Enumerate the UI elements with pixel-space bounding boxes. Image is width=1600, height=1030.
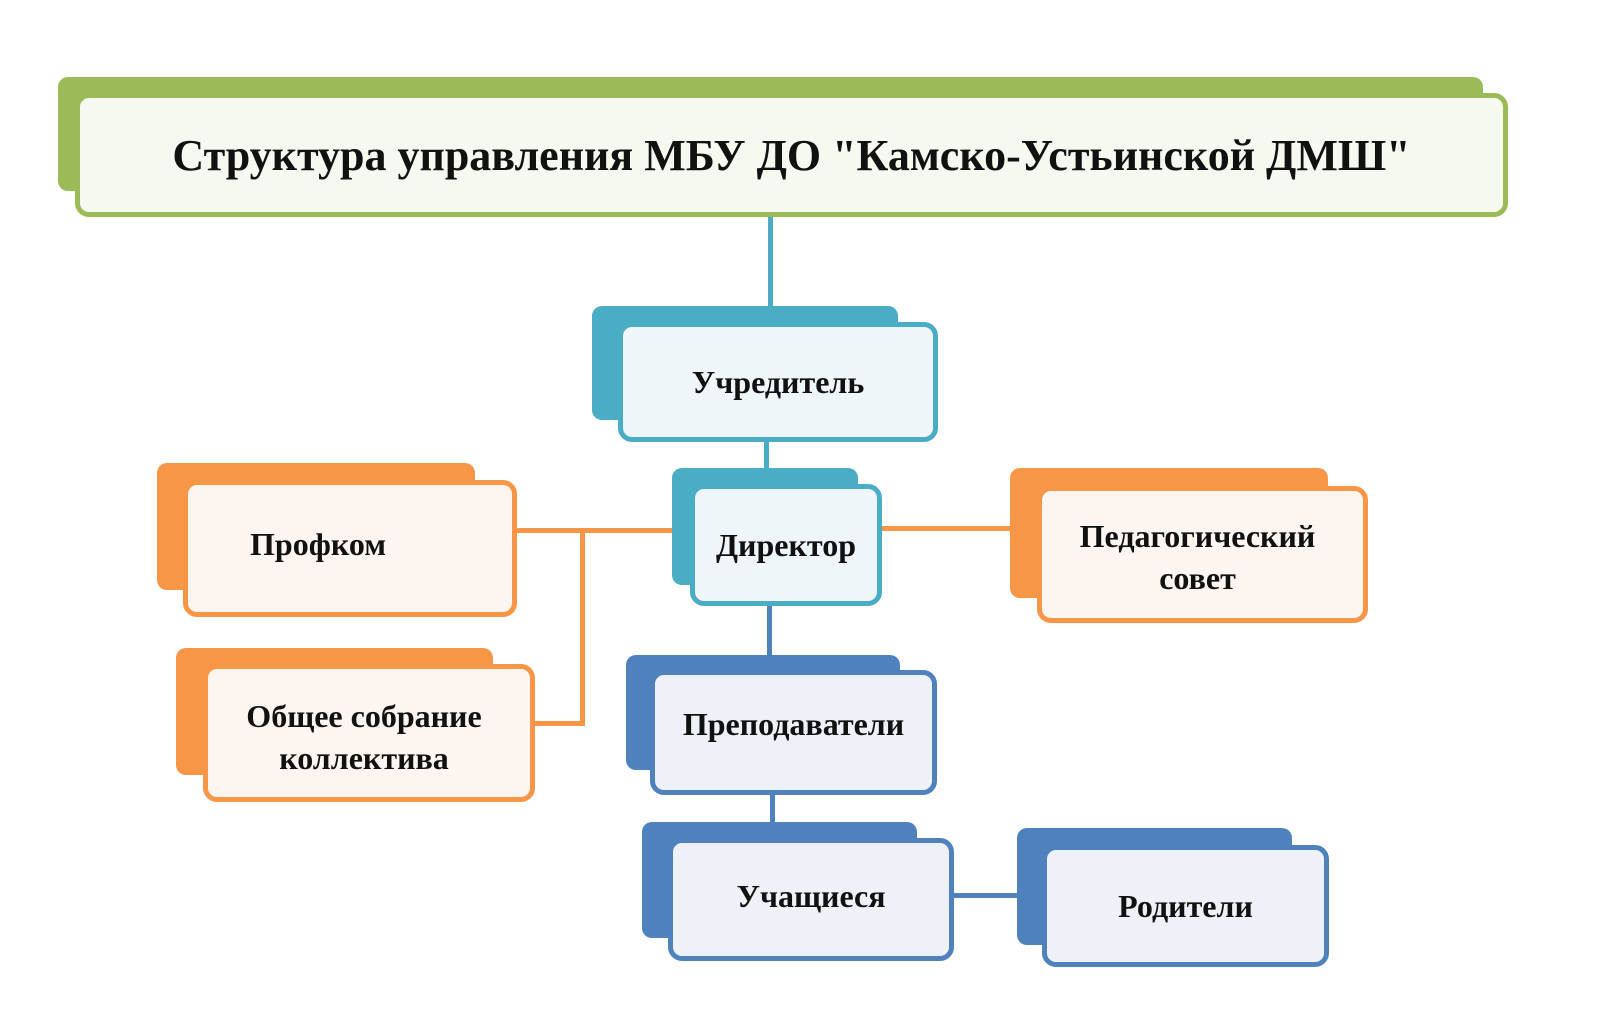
line-2: совет [1159,560,1236,596]
connector-director-teachers [767,604,772,672]
connector-general-meeting [533,721,585,726]
line-1: Общее собрание [246,698,482,734]
connector-title-founder [768,200,773,308]
page-title: Структура управления МБУ ДО "Камско-Усть… [75,93,1508,217]
connector-director-ped-council [880,526,1040,531]
node-general-meeting-label: Общее собрание коллектива [203,664,535,802]
node-trade-union-label: Профком [183,480,517,617]
node-ped-council-label: Педагогический совет [1037,486,1368,623]
node-parents-label: Родители [1042,845,1329,967]
node-teachers-label: Преподаватели [650,670,937,795]
node-director-label: Директор [690,484,882,606]
line-2: коллектива [279,740,449,776]
connector-students-parents [952,893,1044,898]
connector-founder-director [764,440,769,486]
node-students-label: Учащиеся [668,838,954,961]
connector-left-vertical [580,528,585,726]
connector-teachers-students [770,793,775,840]
line-1: Педагогический [1079,518,1316,554]
connector-director-left [515,528,675,533]
node-founder-label: Учредитель [618,322,938,442]
